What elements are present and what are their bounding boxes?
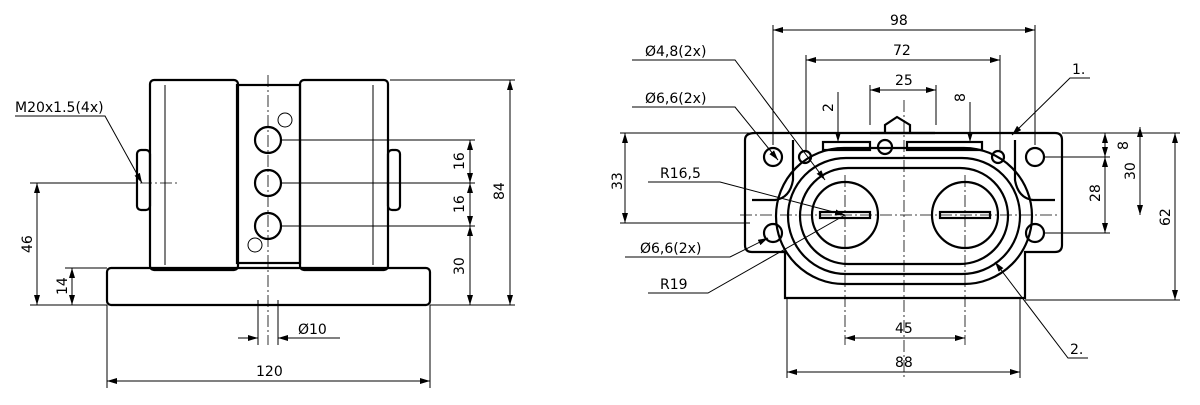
dim-8-top: 8	[953, 93, 969, 102]
dim-33: 33	[610, 172, 626, 190]
left-housing	[148, 78, 240, 272]
callout-hole-6-6-bottom: Ø6,6(2x)	[640, 241, 701, 257]
dim-16-upper: 16	[452, 152, 468, 170]
dim-14: 14	[55, 277, 71, 295]
thread-label: M20x1.5(4x)	[15, 100, 104, 116]
dim-2: 2	[821, 103, 837, 112]
callout-item-2: 2.	[1070, 342, 1083, 358]
base-flange	[105, 266, 432, 307]
dim-30: 30	[452, 257, 468, 275]
dim-62: 62	[1158, 208, 1174, 226]
top-view: 98 72 25 2 8 33 8 30 28 62 45 88 Ø4,8(2x…	[610, 13, 1180, 380]
mount-hole-bl	[762, 222, 784, 244]
callout-hole-4-8: Ø4,8(2x)	[645, 44, 706, 60]
mount-hole-tr	[1024, 146, 1046, 168]
dim-25: 25	[895, 73, 913, 89]
dim-28: 28	[1088, 184, 1104, 202]
right-housing	[298, 78, 390, 272]
front-view: M20x1.5(4x) 120 Ø10 84 16 16 30 46 14	[15, 75, 515, 388]
dim-120: 120	[256, 364, 283, 380]
dim-72: 72	[893, 43, 911, 59]
left-gland	[135, 148, 152, 212]
dim-46: 46	[20, 235, 36, 253]
dim-30-right: 30	[1123, 162, 1139, 180]
center-block	[235, 83, 302, 265]
dim-84: 84	[492, 182, 508, 200]
callout-hole-6-6-top: Ø6,6(2x)	[645, 91, 706, 107]
dim-8-right: 8	[1116, 141, 1132, 150]
right-gland	[386, 148, 402, 212]
callout-r16-5: R16,5	[660, 166, 701, 182]
dim-98: 98	[890, 13, 908, 29]
dim-45: 45	[895, 321, 913, 337]
callout-r19: R19	[660, 277, 688, 293]
mount-hole-br	[1024, 222, 1046, 244]
mount-hole-tl	[762, 146, 784, 168]
dim-88: 88	[895, 355, 913, 371]
dim-diameter-10: Ø10	[298, 322, 327, 338]
callout-item-1: 1.	[1072, 62, 1085, 78]
dim-16-lower: 16	[452, 195, 468, 213]
